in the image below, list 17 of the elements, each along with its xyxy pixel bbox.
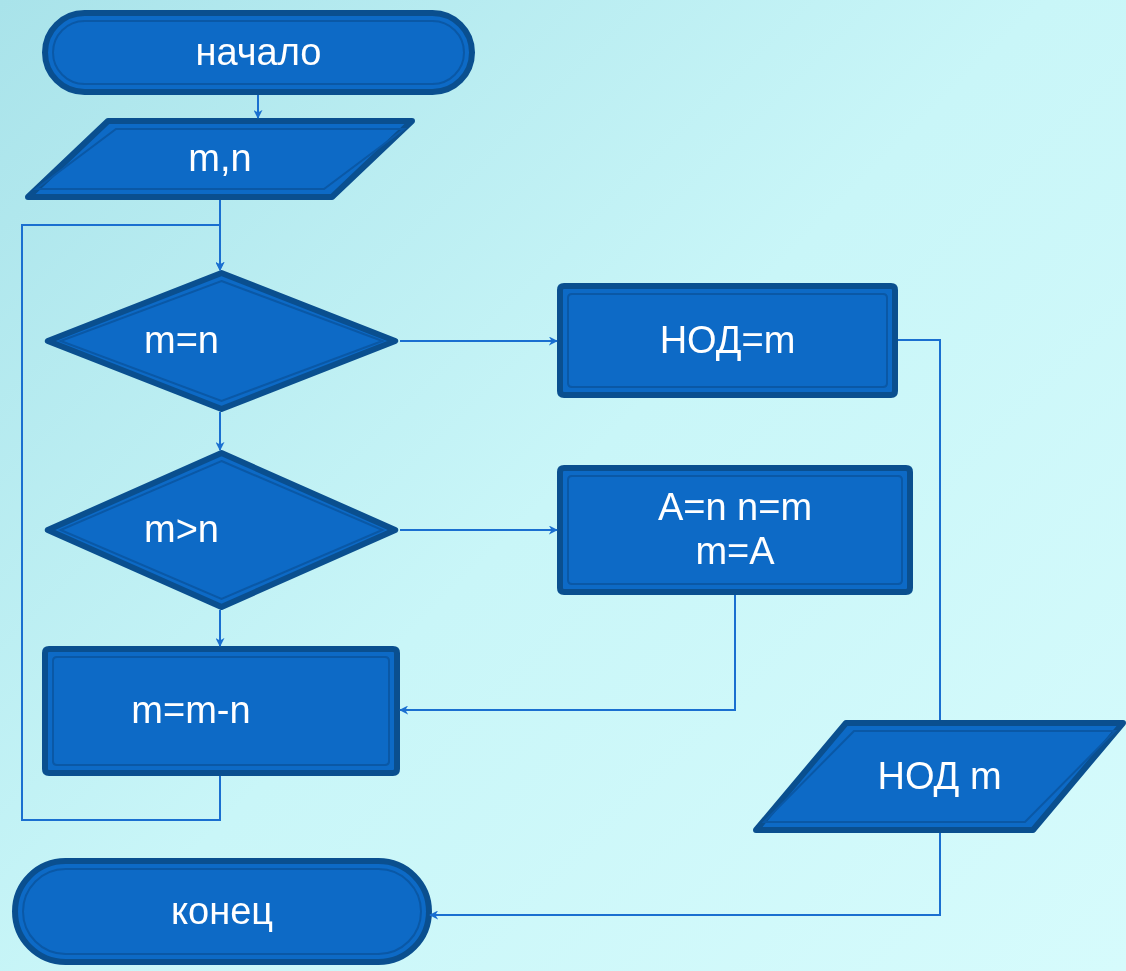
node-label: m>n: [144, 508, 219, 552]
node-label: m=m-n: [131, 689, 251, 733]
arrow: [253, 94, 263, 119]
node-label: НОД m: [877, 754, 1002, 799]
node-label: начало: [195, 30, 322, 75]
arrow: [399, 594, 736, 715]
arrow: [399, 336, 558, 346]
node-label: A=n n=m m=A: [656, 486, 814, 574]
node-label: НОД=m: [659, 318, 796, 363]
node-label: конец: [170, 889, 274, 934]
arrow: [399, 525, 558, 535]
arrow: [215, 609, 225, 647]
arrow: [21, 224, 225, 821]
arrow: [429, 832, 941, 920]
node-label: m=n: [144, 319, 219, 363]
node-label: m,n: [188, 137, 252, 181]
arrow: [215, 411, 225, 451]
